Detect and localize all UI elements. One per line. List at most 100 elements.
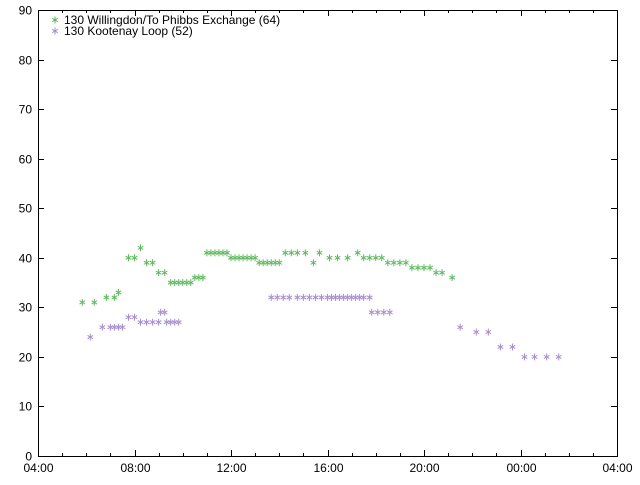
data-point bbox=[111, 323, 118, 331]
data-point bbox=[288, 249, 295, 257]
legend-marker bbox=[52, 27, 58, 35]
data-point bbox=[306, 293, 313, 301]
data-point bbox=[79, 298, 86, 306]
x-tick-label: 04:00 bbox=[602, 461, 632, 475]
data-point bbox=[125, 313, 132, 321]
data-point bbox=[300, 293, 307, 301]
data-point bbox=[286, 293, 293, 301]
data-point bbox=[344, 293, 351, 301]
y-tick-label: 90 bbox=[19, 4, 33, 18]
data-point bbox=[244, 254, 251, 262]
data-point bbox=[421, 264, 427, 272]
data-point bbox=[509, 343, 516, 351]
data-point bbox=[439, 269, 446, 277]
y-tick-label: 50 bbox=[19, 202, 33, 216]
data-point bbox=[175, 279, 182, 287]
data-point bbox=[521, 353, 528, 361]
x-tick-label: 00:00 bbox=[506, 461, 536, 475]
data-point bbox=[328, 293, 335, 301]
data-point bbox=[161, 269, 168, 277]
data-point bbox=[115, 323, 122, 331]
data-point bbox=[167, 318, 174, 326]
data-point bbox=[360, 293, 367, 301]
y-tick-label: 20 bbox=[19, 351, 33, 365]
data-point bbox=[378, 254, 385, 262]
data-point bbox=[354, 249, 361, 257]
data-point bbox=[161, 308, 168, 316]
data-point bbox=[380, 308, 387, 316]
y-tick-label: 70 bbox=[19, 103, 33, 117]
x-tick-label: 12:00 bbox=[216, 461, 246, 475]
data-point bbox=[336, 293, 343, 301]
data-point bbox=[368, 308, 375, 316]
data-point bbox=[274, 293, 281, 301]
x-tick-label: 08:00 bbox=[120, 461, 150, 475]
series-2 bbox=[87, 293, 562, 361]
data-point bbox=[149, 259, 156, 267]
data-point bbox=[211, 249, 218, 257]
data-point bbox=[396, 259, 403, 267]
data-point bbox=[324, 293, 331, 301]
data-point bbox=[183, 279, 190, 287]
data-point bbox=[433, 269, 440, 277]
series-1 bbox=[79, 244, 456, 306]
data-point bbox=[280, 293, 287, 301]
data-point bbox=[137, 244, 144, 252]
data-point bbox=[366, 293, 373, 301]
data-point bbox=[374, 308, 381, 316]
data-point bbox=[318, 293, 325, 301]
data-point bbox=[131, 313, 138, 321]
data-point bbox=[332, 293, 339, 301]
data-point bbox=[119, 323, 126, 331]
data-point bbox=[264, 259, 271, 267]
data-point bbox=[414, 264, 421, 272]
data-point bbox=[232, 254, 239, 262]
y-tick-label: 10 bbox=[19, 400, 33, 414]
legend: 130 Willingdon/To Phibbs Exchange (64)13… bbox=[52, 13, 280, 38]
data-point bbox=[228, 254, 234, 262]
series-layer bbox=[79, 244, 562, 361]
data-point bbox=[167, 279, 174, 287]
data-point bbox=[149, 318, 156, 326]
data-point bbox=[473, 328, 480, 336]
data-point bbox=[356, 293, 363, 301]
data-point bbox=[555, 353, 562, 361]
data-point bbox=[316, 249, 323, 257]
data-point bbox=[143, 318, 150, 326]
data-point bbox=[352, 293, 359, 301]
data-point bbox=[427, 264, 434, 272]
data-point bbox=[155, 318, 162, 326]
data-point bbox=[179, 279, 186, 287]
data-point bbox=[91, 298, 98, 306]
data-point bbox=[155, 269, 162, 277]
data-point bbox=[163, 318, 170, 326]
data-point bbox=[268, 259, 275, 267]
data-point bbox=[272, 259, 279, 267]
data-point bbox=[384, 259, 391, 267]
data-point bbox=[236, 254, 243, 262]
data-point bbox=[294, 293, 301, 301]
legend-label: 130 Kootenay Loop (52) bbox=[64, 24, 193, 38]
data-point bbox=[457, 323, 464, 331]
data-point bbox=[171, 279, 178, 287]
plot-frame bbox=[38, 10, 618, 457]
data-point bbox=[344, 254, 351, 262]
data-point bbox=[485, 328, 492, 336]
y-tick-label: 80 bbox=[19, 54, 33, 68]
minor-ticks bbox=[62, 10, 594, 456]
data-point bbox=[302, 249, 309, 257]
data-point bbox=[199, 274, 206, 282]
data-point bbox=[111, 293, 118, 301]
y-tick-label: 40 bbox=[19, 252, 33, 266]
data-point bbox=[310, 259, 317, 267]
data-point bbox=[131, 254, 138, 262]
data-point bbox=[340, 293, 347, 301]
data-point bbox=[268, 293, 275, 301]
data-point bbox=[175, 318, 182, 326]
data-point bbox=[219, 249, 226, 257]
data-point bbox=[252, 254, 259, 262]
data-point bbox=[294, 249, 301, 257]
